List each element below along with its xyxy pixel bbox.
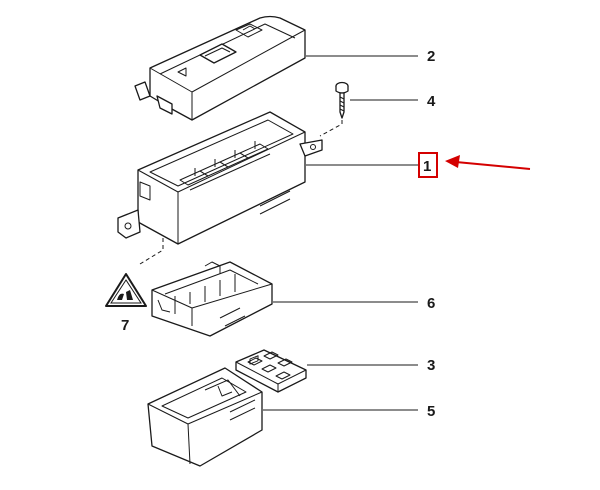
- callout-7: 7: [121, 317, 129, 334]
- lower-shell-part: [147, 367, 263, 467]
- red-arrow-icon: [445, 155, 531, 170]
- callout-5: 5: [427, 403, 435, 420]
- callout-3: 3: [427, 357, 435, 374]
- housing-guide-dash: [139, 238, 164, 265]
- callout-6: 6: [427, 295, 435, 312]
- callout-1-highlight-box: [418, 152, 438, 178]
- callout-4: 4: [427, 93, 436, 110]
- callout-1: 1: [423, 158, 431, 175]
- warning-triangle-icon: [105, 273, 147, 307]
- screw-guide-dash: [319, 120, 343, 137]
- screw-part: [335, 81, 349, 119]
- cover-part: [134, 15, 306, 121]
- relay-bridge-part: [235, 349, 307, 393]
- callout-2: 2: [427, 48, 435, 65]
- fuse-carrier-part: [151, 261, 273, 337]
- fuse-box-housing-part: [117, 111, 323, 245]
